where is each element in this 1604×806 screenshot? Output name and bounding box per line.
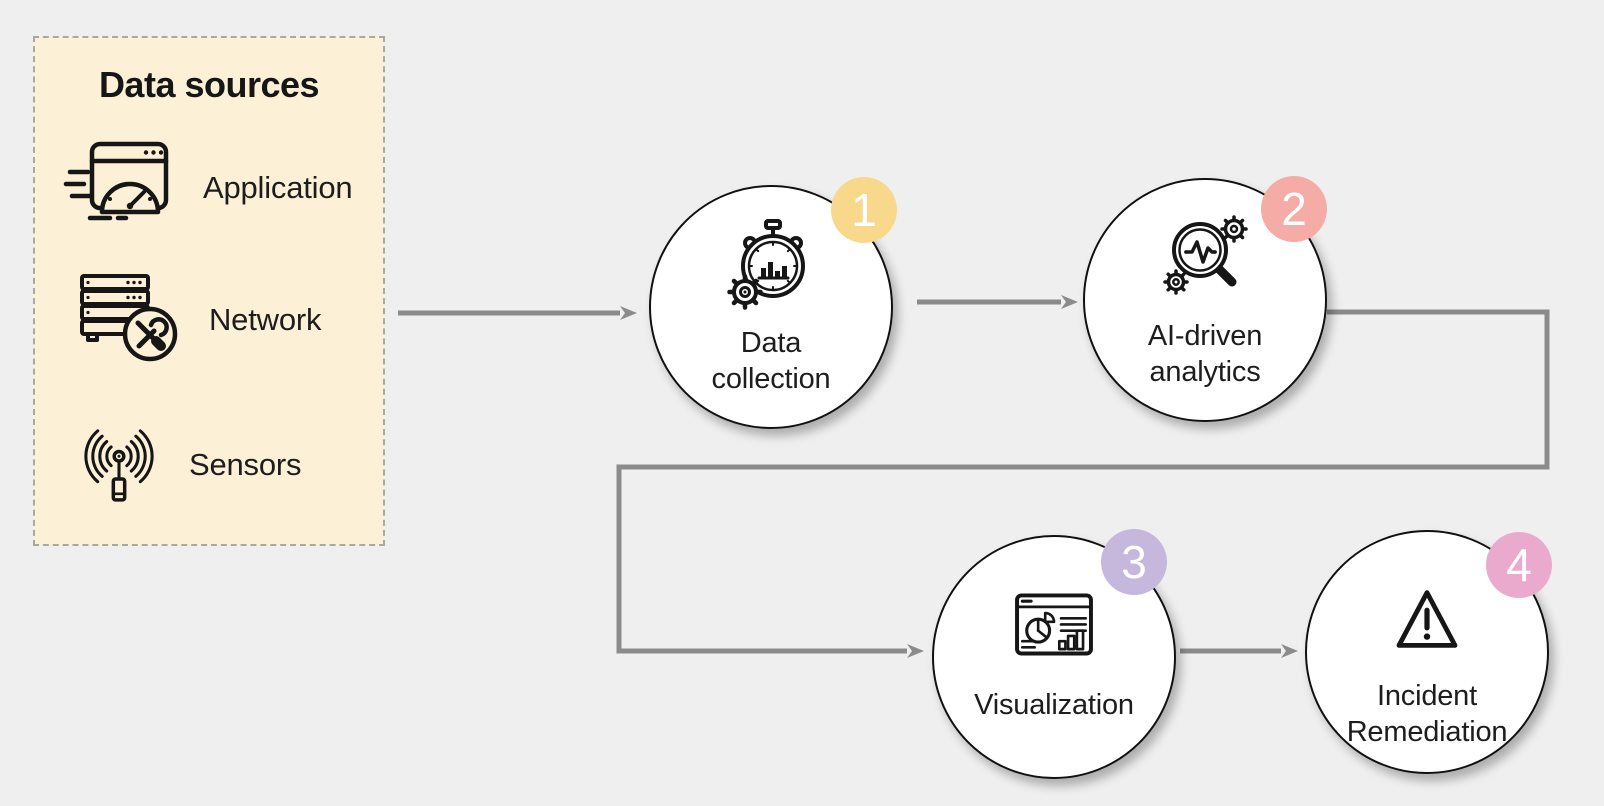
data-sources-title: Data sources (98, 64, 320, 105)
step-number: 4 (1506, 539, 1532, 591)
incident-remediation-icon (1396, 590, 1458, 648)
step-number-badge: 3 (1101, 529, 1167, 595)
step-label: Incident Remediation (1346, 680, 1508, 748)
data-collection-icon (727, 219, 805, 310)
step-ai-driven-analytics: 2 (1083, 176, 1327, 422)
step-label: Visualization (974, 689, 1134, 721)
step-number: 2 (1281, 183, 1307, 235)
ai-analytics-icon (1163, 215, 1248, 295)
data-source-sensors: Sensors (71, 416, 302, 514)
data-source-label: Sensors (189, 447, 302, 482)
step-incident-remediation: 4 Incident Remediation (1305, 530, 1552, 774)
step-visualization: 3 Visualization (932, 529, 1176, 779)
step-number: 3 (1121, 536, 1147, 588)
step-number-badge: 2 (1261, 176, 1327, 242)
step-label: AI-driven analytics (1147, 320, 1263, 388)
step-number: 1 (851, 184, 877, 236)
connector-analytics-to-visualization (616, 309, 1550, 658)
sensors-icon (84, 429, 154, 502)
step-number-badge: 4 (1486, 532, 1552, 598)
step-number-badge: 1 (831, 177, 897, 243)
application-icon (63, 141, 169, 221)
step-label: Data collection (711, 327, 831, 395)
data-source-label: Network (209, 302, 322, 337)
network-icon (80, 274, 178, 362)
data-source-network: Network (75, 270, 321, 370)
data-source-label: Application (203, 170, 353, 205)
data-source-application: Application (63, 138, 353, 238)
step-data-collection: 1 (649, 177, 897, 429)
data-sources-box: Data sources (33, 36, 385, 546)
visualization-icon (1015, 593, 1093, 656)
